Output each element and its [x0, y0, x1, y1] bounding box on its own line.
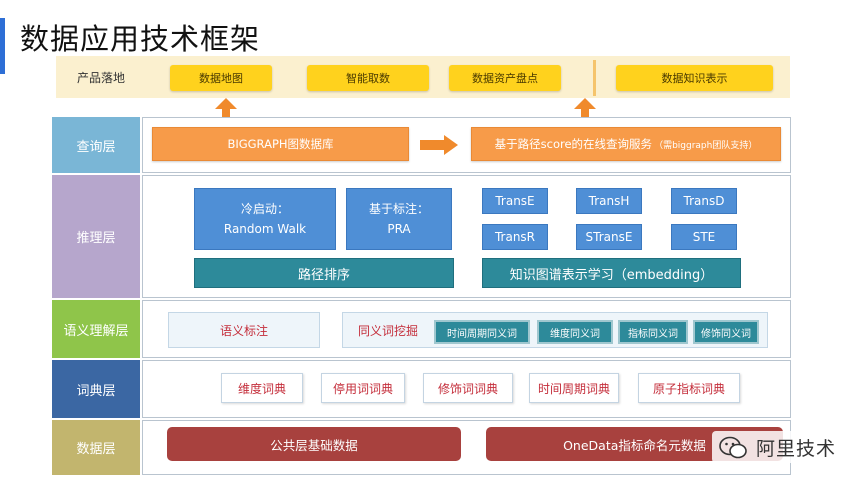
product-divider — [593, 60, 596, 96]
layer-label-data: 数据层 — [52, 420, 140, 475]
labeled-sub: PRA — [387, 222, 411, 236]
path-rank-box[interactable]: 路径排序 — [194, 258, 454, 288]
synonym-mining-label: 同义词挖掘 — [357, 323, 418, 338]
dict-time-period[interactable]: 时间周期词典 — [529, 373, 619, 403]
labeled-title: 基于标注： — [368, 202, 429, 216]
cold-start-title: 冷启动： — [240, 202, 289, 216]
model-ste[interactable]: STE — [671, 224, 737, 250]
right-arrow-icon — [420, 135, 458, 155]
product-item-data-map[interactable]: 数据地图 — [170, 65, 272, 91]
model-stranse[interactable]: STransE — [576, 224, 642, 250]
product-label: 产品落地 — [76, 70, 125, 85]
online-query-service-label: 基于路径score的在线查询服务 — [494, 137, 653, 151]
title-accent-bar — [0, 18, 5, 74]
dict-modifier[interactable]: 修饰词词典 — [423, 373, 513, 403]
up-arrow-icon — [574, 98, 596, 122]
layer-label-dictionary: 词典层 — [52, 360, 140, 418]
semantic-annotation-box[interactable]: 语义标注 — [168, 312, 320, 348]
synonym-modifier[interactable]: 修饰同义词 — [693, 320, 759, 344]
model-transd[interactable]: TransD — [671, 188, 737, 214]
product-item-knowledge-representation[interactable]: 数据知识表示 — [616, 65, 773, 91]
synonym-dimension[interactable]: 维度同义词 — [537, 320, 613, 344]
layer-label-reasoning: 推理层 — [52, 175, 140, 298]
model-transh[interactable]: TransH — [576, 188, 642, 214]
cold-start-sub: Random Walk — [223, 222, 307, 236]
up-arrow-icon — [215, 98, 237, 122]
dict-dimension[interactable]: 维度词典 — [221, 373, 303, 403]
watermark-text: 阿里技术 — [756, 437, 837, 460]
product-item-smart-fetch[interactable]: 智能取数 — [307, 65, 429, 91]
dict-stopword[interactable]: 停用词词典 — [321, 373, 405, 403]
model-transr[interactable]: TransR — [482, 224, 548, 250]
labeled-box[interactable]: 基于标注： PRA — [346, 188, 452, 250]
layer-label-semantic: 语义理解层 — [52, 300, 140, 358]
layer-label-query: 查询层 — [52, 117, 140, 173]
kg-embedding-box[interactable]: 知识图谱表示学习（embedding） — [482, 258, 741, 288]
public-base-data-box[interactable]: 公共层基础数据 — [167, 427, 461, 461]
synonym-time-period[interactable]: 时间周期同义词 — [434, 320, 530, 344]
synonym-metric[interactable]: 指标同义词 — [618, 320, 688, 344]
dict-atomic-metric[interactable]: 原子指标词典 — [638, 373, 740, 403]
biggraph-db-button[interactable]: BIGGRAPH图数据库 — [152, 127, 409, 161]
wechat-icon — [719, 436, 747, 459]
online-query-service-note: （需biggraph团队支持） — [654, 140, 758, 151]
page-title: 数据应用技术框架 — [20, 22, 261, 56]
model-transe[interactable]: TransE — [482, 188, 548, 214]
watermark: 阿里技术 — [712, 431, 857, 463]
cold-start-box[interactable]: 冷启动： Random Walk — [194, 188, 336, 250]
product-item-asset-inventory[interactable]: 数据资产盘点 — [449, 65, 561, 91]
online-query-service-button[interactable]: 基于路径score的在线查询服务 （需biggraph团队支持） — [471, 127, 781, 161]
